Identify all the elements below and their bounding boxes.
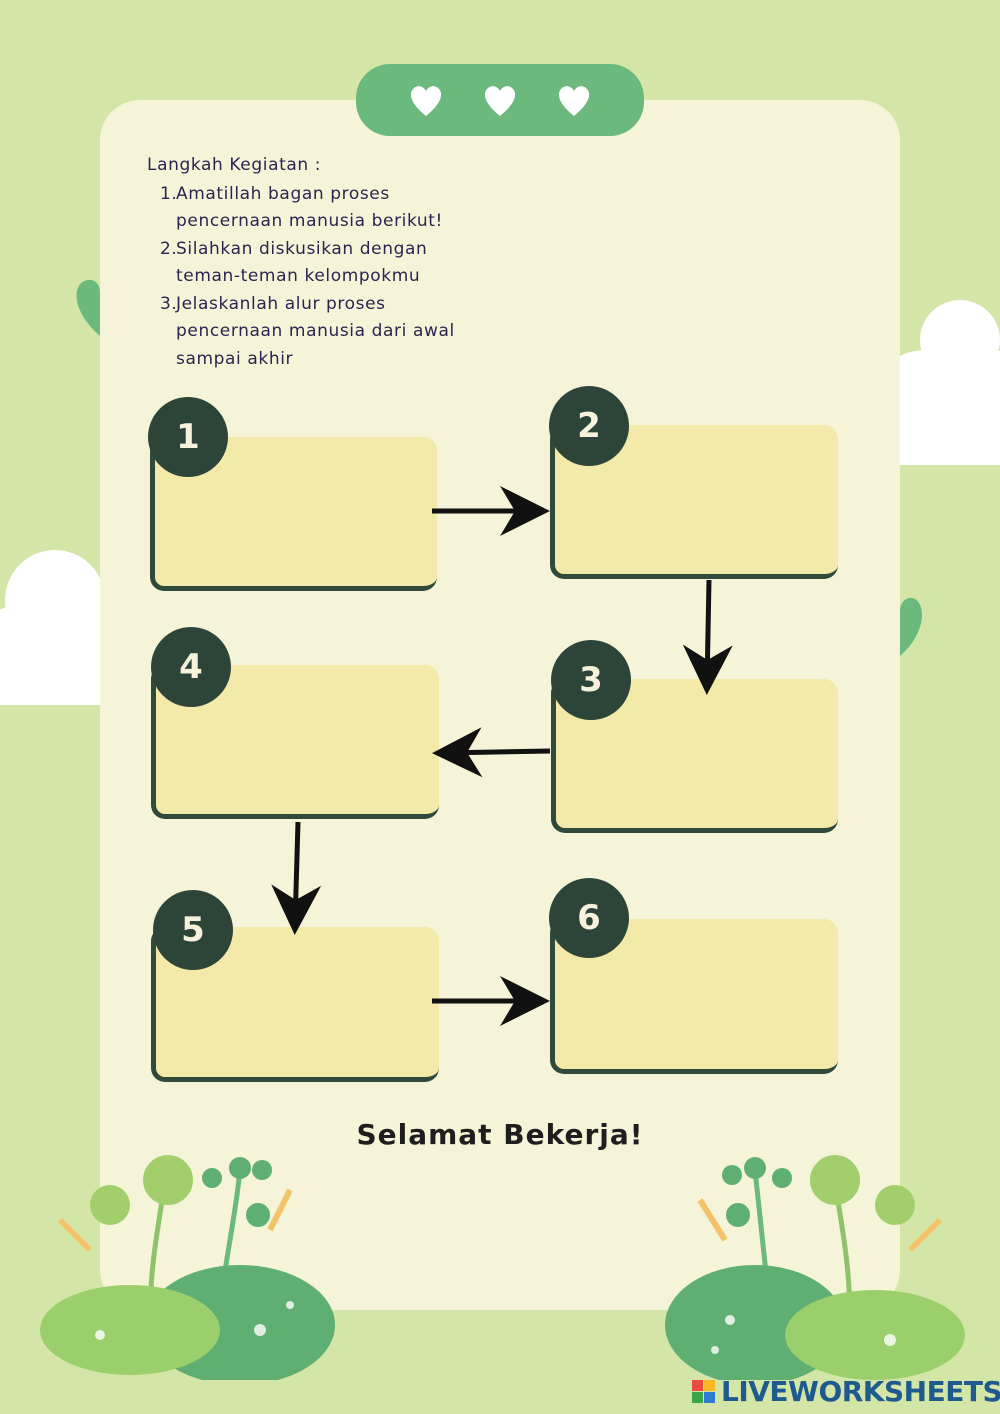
plant-decoration-left [40, 1155, 335, 1380]
logo-mark-icon [692, 1379, 715, 1403]
activity-heading: Langkah Kegiatan : [147, 155, 322, 175]
step-badge-6: 6 [549, 878, 629, 958]
step-list: 1. Amatillah bagan proses pencernaan man… [147, 181, 527, 374]
step-badge-2: 2 [549, 386, 629, 466]
logo-text: LIVEWORKSHEETS [721, 1374, 1000, 1408]
step-text: pencernaan manusia berikut! [176, 211, 443, 231]
step-badge-5: 5 [153, 890, 233, 970]
step-item: 2. Silahkan diskusikan dengan teman-tema… [147, 236, 527, 291]
step-text: Amatillah bagan proses [176, 183, 390, 204]
liveworksheets-logo: LIVEWORKSHEETS [692, 1374, 1000, 1408]
step-text: teman-teman kelompokmu [176, 266, 421, 286]
heart-icon [410, 86, 442, 116]
answer-box-1[interactable] [150, 437, 437, 591]
step-text: Silahkan diskusikan dengan [176, 238, 428, 259]
step-badge-1: 1 [148, 397, 228, 477]
heart-icon [558, 86, 590, 116]
step-number: 3. [160, 293, 178, 314]
step-item: 3. Jelaskanlah alur proses pencernaan ma… [147, 291, 527, 374]
activity-steps: Langkah Kegiatan : 1. Amatillah bagan pr… [147, 152, 527, 373]
hearts-banner [356, 64, 644, 136]
heart-icon [484, 86, 516, 116]
step-item: 1. Amatillah bagan proses pencernaan man… [147, 181, 527, 236]
step-badge-3: 3 [551, 640, 631, 720]
step-badge-4: 4 [151, 627, 231, 707]
step-number: 1. [160, 183, 178, 204]
step-number: 2. [160, 238, 178, 259]
step-text: sampai akhir [176, 348, 294, 369]
plant-decoration-right [665, 1155, 965, 1380]
step-text: pencernaan manusia dari awal [176, 321, 455, 341]
closing-message: Selamat Bekerja! [356, 1118, 644, 1151]
step-text: Jelaskanlah alur proses [176, 293, 386, 314]
